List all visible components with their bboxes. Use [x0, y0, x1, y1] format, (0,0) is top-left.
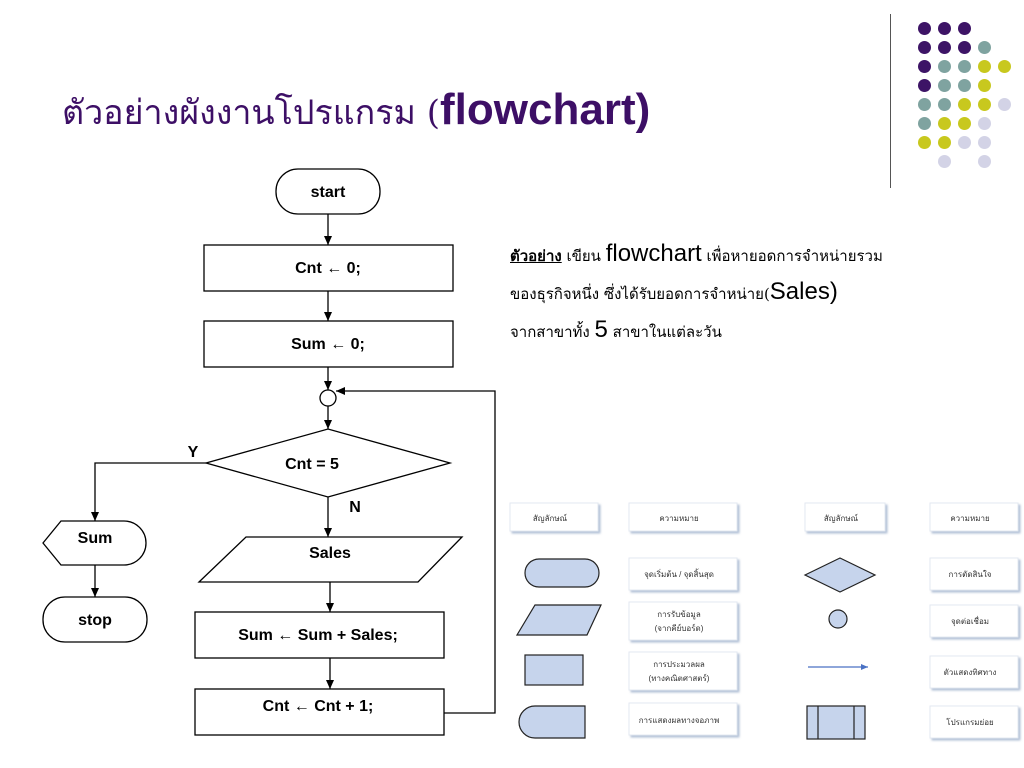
- decision-diamond: [203, 428, 453, 498]
- legend-decision-label: การตัดสินใจ: [949, 570, 992, 579]
- title-thai: ตัวอย่างผังงานโปรแกรม (: [62, 93, 441, 133]
- input-parallelogram: [197, 536, 464, 583]
- decorative-dot: [978, 136, 991, 149]
- example-label: ตัวอย่าง: [510, 247, 562, 265]
- decorative-dot: [938, 60, 951, 73]
- decorative-dot: [938, 22, 951, 35]
- decorative-dot: [958, 41, 971, 54]
- legend-subprogram-label: โปรแกรมย่อย: [946, 717, 993, 727]
- input-symbol: [515, 604, 602, 636]
- decorative-dot: [998, 60, 1011, 73]
- column-header-meaning: ความหมาย: [659, 514, 698, 523]
- description-line-2: ของธุรกิจหนึ่ง ซึ่งได้รับยอดการจำหน่าย(S…: [510, 278, 838, 305]
- loop-back-arrow: [336, 387, 496, 714]
- decorative-dot: [938, 136, 951, 149]
- label-cell: [628, 651, 738, 691]
- legend-process-label-2: (ทางคณิตศาสตร์): [649, 673, 710, 683]
- decorative-dot: [918, 117, 931, 130]
- terminal-symbol: [524, 558, 600, 588]
- process-symbol: [524, 654, 584, 686]
- connector-circle: [319, 389, 337, 407]
- stop-label: stop: [78, 612, 112, 629]
- init-cnt-process: [203, 244, 454, 292]
- decorative-dot: [938, 41, 951, 54]
- slide-title: ตัวอย่างผังงานโปรแกรม (flowchart): [62, 85, 650, 139]
- legend-flow-label: ตัวแสดงทิศทาง: [944, 668, 997, 677]
- decorative-dot: [958, 136, 971, 149]
- legend-terminal-label: จุดเริ่มต้น / จุดสิ้นสุด: [644, 568, 714, 579]
- decorative-dot: [978, 60, 991, 73]
- cnt-incr-label: Cnt ← Cnt + 1;: [263, 698, 374, 715]
- connector-symbol: [828, 609, 848, 629]
- header-cell: [804, 502, 886, 532]
- flowchart: start Cnt ← 0; Sum ← 0; Cnt = 5 Y N Sale…: [42, 168, 496, 736]
- decorative-dot: [958, 22, 971, 35]
- decision-symbol: [803, 557, 877, 593]
- legend-display-label: การแสดงผลทางจอภาพ: [639, 716, 720, 725]
- init-sum-label: Sum ← 0;: [291, 336, 365, 353]
- legend-input-label-1: การรับข้อมูล: [657, 610, 701, 620]
- legend-connector-label: จุดต่อเชื่อม: [951, 615, 989, 626]
- header-cell: [509, 502, 599, 532]
- sum-add-label: Sum ← Sum + Sales;: [238, 627, 398, 644]
- symbol-legend: สัญลักษณ์ ความหมาย สัญลักษณ์ ความหมาย จุ…: [509, 502, 1019, 740]
- label-cell: [929, 604, 1019, 638]
- label-cell: [929, 557, 1019, 591]
- subprogram-symbol: [806, 705, 866, 740]
- description-line-1: ตัวอย่าง เขียน flowchart เพื่อหายอดการจำ…: [510, 240, 883, 267]
- decorative-dot: [998, 98, 1011, 111]
- column-header-symbol-2: สัญลักษณ์: [824, 513, 859, 523]
- decorative-dot: [958, 98, 971, 111]
- label-cell: [628, 601, 738, 641]
- header-cell: [929, 502, 1019, 532]
- init-cnt-label: Cnt ← 0;: [295, 260, 361, 277]
- example-description: ตัวอย่าง เขียน flowchart เพื่อหายอดการจำ…: [510, 236, 980, 350]
- label-cell: [628, 557, 738, 591]
- decorative-dot: [958, 117, 971, 130]
- decorative-dot: [918, 98, 931, 111]
- decorative-dot: [978, 155, 991, 168]
- decision-label: Cnt = 5: [285, 456, 339, 473]
- input-label: Sales: [309, 545, 351, 562]
- header-cell: [628, 502, 738, 532]
- no-label: N: [349, 499, 361, 516]
- label-cell: [628, 702, 738, 736]
- decorative-dot: [918, 60, 931, 73]
- display-symbol: [518, 705, 586, 739]
- decorative-dot: [918, 79, 931, 92]
- title-english: flowchart): [440, 85, 651, 134]
- decorative-dot: [958, 60, 971, 73]
- output-label: Sum: [78, 530, 113, 547]
- divider-line: [890, 14, 891, 188]
- decorative-dot: [918, 22, 931, 35]
- decorative-dot: [938, 117, 951, 130]
- decorative-dot: [978, 41, 991, 54]
- decorative-dot: [978, 117, 991, 130]
- column-header-symbol: สัญลักษณ์: [533, 513, 568, 523]
- sum-add-process: [194, 611, 445, 659]
- decorative-dot: [958, 79, 971, 92]
- start-label: start: [311, 184, 346, 201]
- decorative-dot: [918, 136, 931, 149]
- flow-arrow-yes: [91, 462, 206, 521]
- decorative-dot: [978, 79, 991, 92]
- column-header-meaning-2: ความหมาย: [950, 514, 989, 523]
- decorative-dot: [938, 155, 951, 168]
- yes-label: Y: [188, 444, 199, 461]
- decorative-dot: [938, 98, 951, 111]
- legend-process-label-1: การประมวลผล: [653, 660, 705, 669]
- decorative-dot: [938, 79, 951, 92]
- output-display: [42, 520, 147, 566]
- legend-input-label-2: (จากคีย์บอร์ด): [655, 623, 704, 633]
- init-sum-process: [203, 320, 454, 368]
- cnt-incr-process: [194, 688, 445, 736]
- label-cell: [929, 705, 1019, 739]
- description-line-3: จากสาขาทั้ง 5 สาขาในแต่ละวัน: [510, 316, 722, 343]
- decorative-dot: [918, 41, 931, 54]
- decorative-dot: [978, 98, 991, 111]
- label-cell: [929, 655, 1019, 689]
